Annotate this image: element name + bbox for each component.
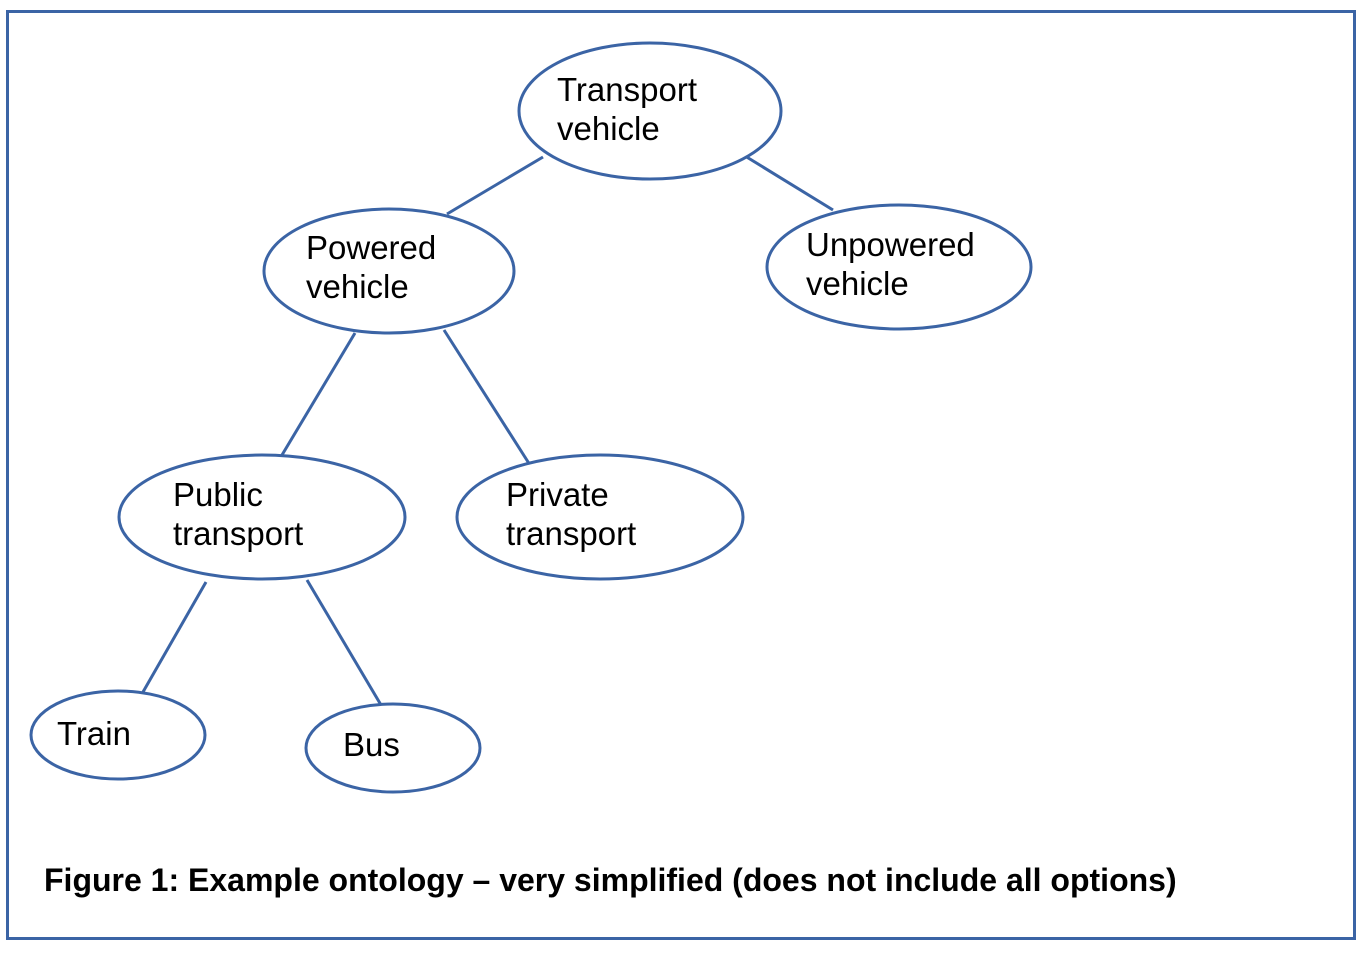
node-label-line: Unpowered bbox=[806, 226, 975, 263]
node-label-line: Public bbox=[173, 476, 263, 513]
edges bbox=[141, 154, 834, 706]
edge-transport-vehicle-to-powered-vehicle bbox=[446, 155, 544, 216]
node-public-transport-ellipse bbox=[117, 453, 407, 581]
edge-transport-vehicle-to-unpowered-vehicle bbox=[744, 154, 834, 212]
node-powered-vehicle-ellipse bbox=[262, 207, 516, 335]
node-label-line: transport bbox=[506, 515, 637, 552]
node-transport-vehicle-ellipse bbox=[517, 41, 783, 181]
node-label-line: Private bbox=[506, 476, 609, 513]
node-label-line: Train bbox=[57, 715, 131, 752]
node-label-line: Bus bbox=[343, 726, 400, 763]
nodes bbox=[29, 41, 1033, 794]
node-train-label: Train bbox=[57, 714, 131, 753]
node-unpowered-vehicle-ellipse bbox=[765, 203, 1033, 331]
node-bus-label: Bus bbox=[343, 725, 400, 764]
node-label-line: Transport bbox=[557, 71, 697, 108]
node-label-line: vehicle bbox=[557, 110, 660, 147]
edge-powered-vehicle-to-public-transport bbox=[280, 332, 357, 456]
node-label-line: Powered bbox=[306, 229, 437, 266]
edge-public-transport-to-train bbox=[141, 581, 208, 693]
node-train-ellipse bbox=[29, 689, 207, 781]
node-label-line: transport bbox=[173, 515, 304, 552]
node-bus-ellipse bbox=[304, 702, 482, 794]
figure-caption: Figure 1: Example ontology – very simpli… bbox=[44, 862, 1177, 898]
node-label-line: vehicle bbox=[806, 265, 909, 302]
node-private-transport-ellipse bbox=[455, 453, 745, 581]
edge-public-transport-to-bus bbox=[305, 579, 383, 706]
figure-frame bbox=[6, 10, 1356, 940]
edge-powered-vehicle-to-private-transport bbox=[442, 329, 532, 466]
node-label-line: vehicle bbox=[306, 268, 409, 305]
